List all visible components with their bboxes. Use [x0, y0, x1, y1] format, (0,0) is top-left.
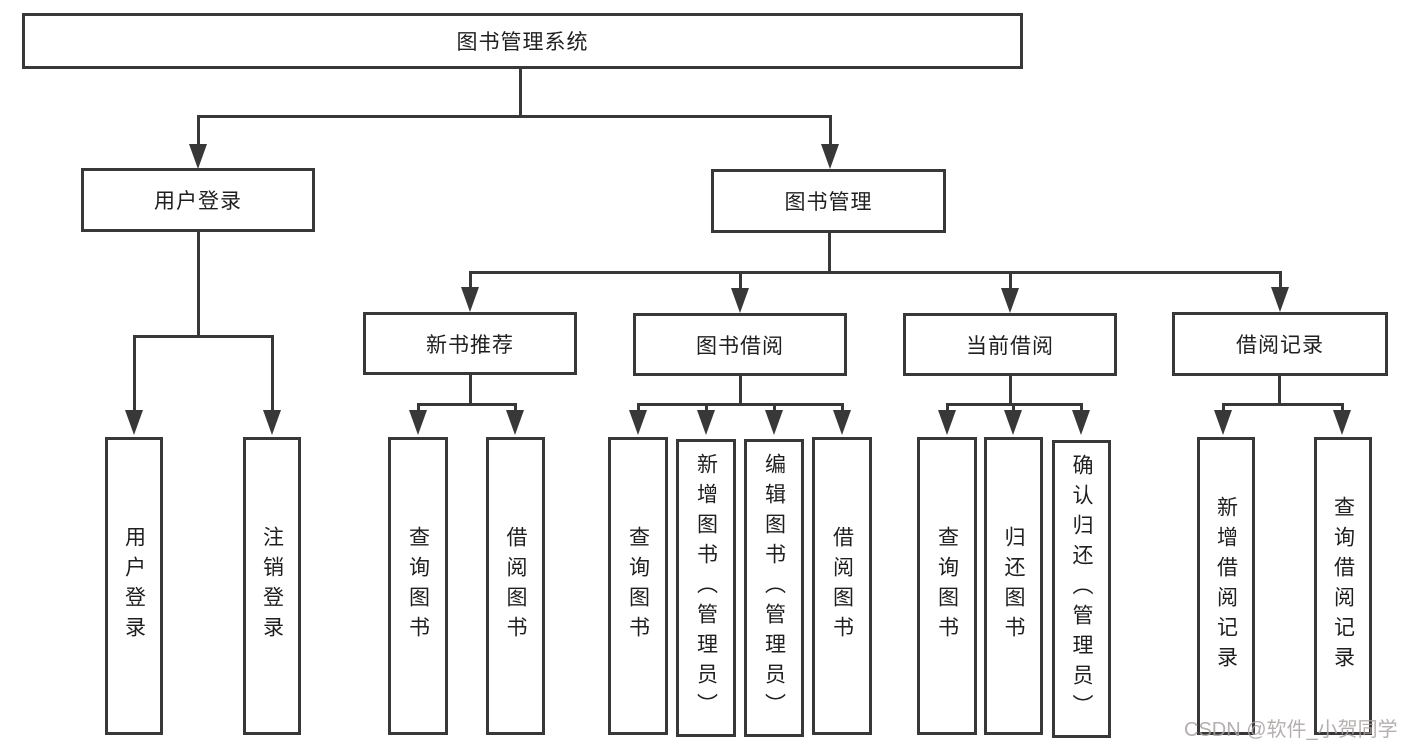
connector-line: [946, 403, 949, 414]
connector-line: [1009, 271, 1012, 290]
connector-line: [1278, 376, 1281, 406]
leaf-label: 借阅图书: [830, 526, 854, 646]
connector-line: [519, 69, 522, 118]
connector-line: [197, 232, 200, 338]
leaf-label: 确认归还（管理员）: [1070, 454, 1093, 724]
node-user-login: 用户登录: [81, 168, 315, 232]
connector-line: [773, 403, 776, 414]
connector-line: [1341, 403, 1344, 414]
leaf-confirm-return-admin: 确认归还（管理员）: [1052, 440, 1111, 738]
connector-line: [133, 335, 274, 338]
node-borrow-records: 借阅记录: [1172, 312, 1388, 376]
connector-arrow-down: [263, 410, 281, 435]
connector-line: [469, 375, 472, 406]
connector-line: [841, 403, 844, 414]
connector-line: [637, 403, 843, 406]
connector-line: [1279, 271, 1282, 290]
leaf-user-login: 用户登录: [105, 437, 163, 735]
leaf-label: 借阅图书: [504, 526, 527, 646]
leaf-label: 编辑图书（管理员）: [762, 453, 786, 723]
connector-line: [637, 403, 640, 414]
connector-arrow-down: [1004, 410, 1022, 435]
connector-arrow-down: [731, 288, 749, 313]
leaf-borrow-books: 借阅图书: [812, 437, 872, 735]
leaf-query-books-recommend: 查询图书: [388, 437, 448, 735]
connector-line: [739, 271, 742, 290]
connector-line: [1222, 403, 1343, 406]
leaf-label: 查询图书: [406, 526, 430, 646]
leaf-query-books-current: 查询图书: [917, 437, 977, 735]
connector-line: [1012, 403, 1015, 414]
connector-arrow-down: [1072, 410, 1090, 435]
connector-line: [417, 403, 517, 406]
leaf-query-borrow-record: 查询借阅记录: [1314, 437, 1372, 735]
connector-arrow-down: [1271, 287, 1289, 312]
connector-arrow-down: [1333, 410, 1351, 435]
connector-arrow-down: [506, 410, 524, 435]
connector-arrow-down: [461, 287, 479, 312]
connector-arrow-down: [125, 410, 143, 435]
node-library-management-system: 图书管理系统: [22, 13, 1023, 69]
connector-line: [469, 271, 472, 290]
connector-line: [271, 335, 274, 412]
leaf-label: 用户登录: [122, 526, 146, 646]
leaf-label: 查询图书: [935, 526, 959, 646]
connector-line: [469, 271, 1282, 274]
leaf-label: 新增图书（管理员）: [694, 453, 718, 723]
csdn-watermark: CSDN @软件_小贺同学: [1184, 719, 1398, 741]
connector-line: [1009, 376, 1012, 406]
connector-line: [829, 115, 832, 147]
node-current-borrow: 当前借阅: [903, 313, 1117, 376]
leaf-label: 归还图书: [1002, 526, 1025, 646]
connector-line: [1222, 403, 1225, 414]
connector-line: [514, 403, 517, 414]
node-book-management: 图书管理: [711, 169, 946, 233]
leaf-label: 查询借阅记录: [1331, 496, 1355, 676]
leaf-label: 注销登录: [260, 526, 284, 646]
leaf-label: 新增借阅记录: [1214, 496, 1238, 676]
leaf-label: 查询图书: [626, 526, 650, 646]
leaf-return-books: 归还图书: [984, 437, 1043, 735]
connector-arrow-down: [409, 410, 427, 435]
connector-line: [133, 335, 136, 412]
connector-arrow-down: [629, 410, 647, 435]
node-new-book-recommend: 新书推荐: [363, 312, 577, 375]
connector-line: [197, 115, 832, 118]
connector-arrow-down: [821, 144, 839, 169]
connector-line: [739, 376, 742, 406]
connector-arrow-down: [1214, 410, 1232, 435]
connector-arrow-down: [1001, 288, 1019, 313]
connector-line: [417, 403, 420, 414]
leaf-edit-book-admin: 编辑图书（管理员）: [744, 439, 804, 737]
leaf-logout: 注销登录: [243, 437, 301, 735]
connector-arrow-down: [833, 410, 851, 435]
connector-line: [197, 115, 200, 147]
connector-line: [828, 233, 831, 274]
leaf-borrow-books-recommend: 借阅图书: [486, 437, 545, 735]
leaf-query-books-borrow: 查询图书: [608, 437, 668, 735]
connector-arrow-down: [697, 410, 715, 435]
connector-line: [705, 403, 708, 414]
connector-line: [1080, 403, 1083, 414]
connector-arrow-down: [765, 410, 783, 435]
leaf-add-book-admin: 新增图书（管理员）: [676, 439, 736, 737]
node-book-borrow: 图书借阅: [633, 313, 847, 376]
connector-arrow-down: [938, 410, 956, 435]
connector-arrow-down: [189, 144, 207, 169]
leaf-add-borrow-record: 新增借阅记录: [1197, 437, 1255, 735]
